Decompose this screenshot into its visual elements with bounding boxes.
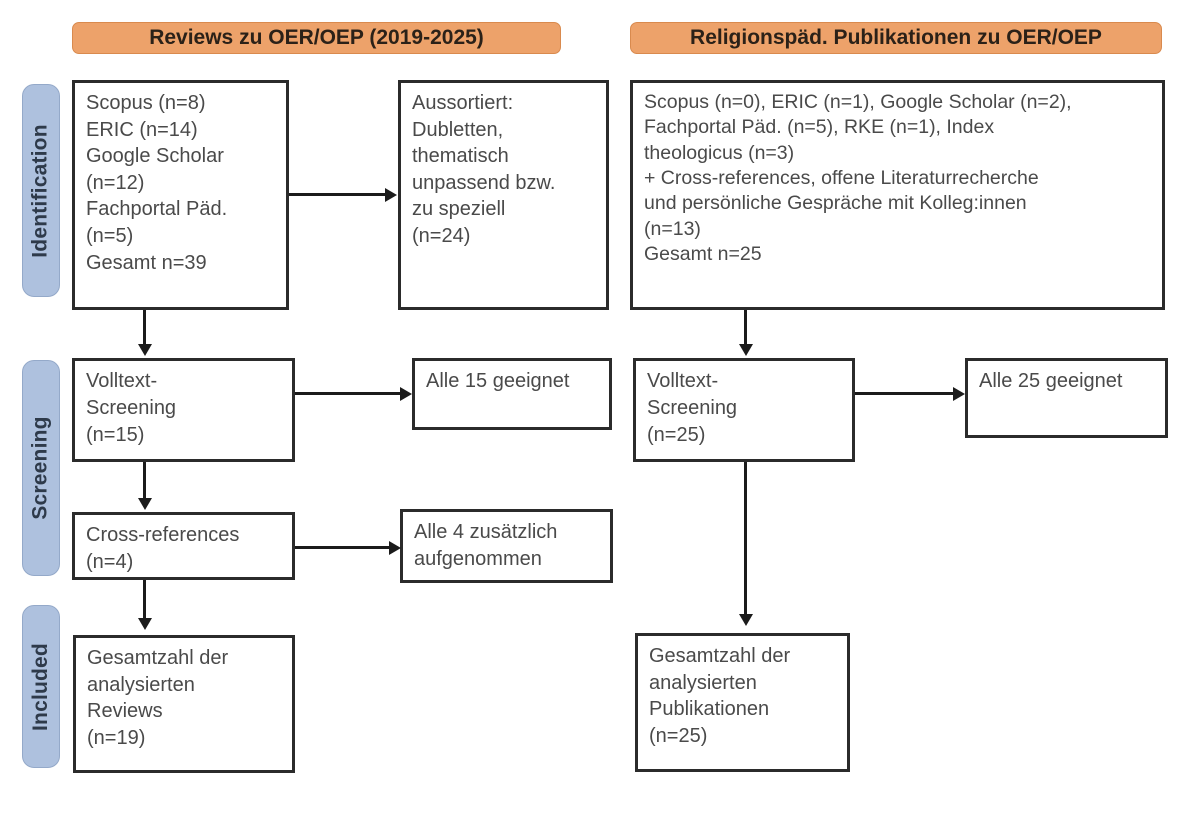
phase-label-included-text: Included	[29, 642, 53, 731]
arrowhead-left-identification-to-screening	[138, 344, 152, 356]
box-left-crossrefs-result: Alle 4 zusätzlich aufgenommen	[400, 509, 613, 583]
arrowhead-left-crossrefs-to-result	[389, 541, 401, 555]
connector-left-crossrefs-to-included	[143, 580, 146, 620]
connector-right-screening-to-included	[744, 462, 747, 616]
box-left-fulltext-screening: Volltext- Screening (n=15)	[72, 358, 295, 462]
connector-right-screening-to-result	[855, 392, 953, 395]
box-left-included-total: Gesamtzahl der analysierten Reviews (n=1…	[73, 635, 295, 773]
connector-right-identification-to-screening	[744, 310, 747, 346]
arrowhead-right-screening-to-result	[953, 387, 965, 401]
connector-left-screening-to-crossrefs	[143, 462, 146, 500]
connector-left-crossrefs-to-result	[295, 546, 389, 549]
column-header-right: Religionspäd. Publikationen zu OER/OEP	[630, 22, 1162, 54]
arrowhead-left-screening-to-crossrefs	[138, 498, 152, 510]
box-right-screening-result: Alle 25 geeignet	[965, 358, 1168, 438]
box-left-crossrefs: Cross-references (n=4)	[72, 512, 295, 580]
box-right-identification-sources: Scopus (n=0), ERIC (n=1), Google Scholar…	[630, 80, 1165, 310]
phase-label-screening-text: Screening	[29, 416, 52, 520]
connector-left-identification-to-screening	[143, 310, 146, 346]
phase-label-screening: Screening	[22, 360, 60, 576]
phase-label-included: Included	[22, 605, 60, 768]
box-left-identification-sources: Scopus (n=8) ERIC (n=14) Google Scholar …	[72, 80, 289, 310]
phase-label-identification: Identification	[22, 84, 60, 297]
column-header-right-text: Religionspäd. Publikationen zu OER/OEP	[690, 26, 1102, 49]
arrowhead-left-identification-to-excluded	[385, 188, 397, 202]
box-right-included-total: Gesamtzahl der analysierten Publikatione…	[635, 633, 850, 772]
box-right-fulltext-screening: Volltext- Screening (n=25)	[633, 358, 855, 462]
arrowhead-left-screening-to-result	[400, 387, 412, 401]
connector-left-screening-to-result	[295, 392, 400, 395]
arrowhead-right-identification-to-screening	[739, 344, 753, 356]
phase-label-identification-text: Identification	[29, 123, 52, 258]
arrowhead-right-screening-to-included	[739, 614, 753, 626]
box-left-screening-result: Alle 15 geeignet	[412, 358, 612, 430]
column-header-left: Reviews zu OER/OEP (2019-2025)	[72, 22, 561, 54]
connector-left-identification-to-excluded	[289, 193, 385, 196]
arrowhead-left-crossrefs-to-included	[138, 618, 152, 630]
column-header-left-text: Reviews zu OER/OEP (2019-2025)	[149, 26, 484, 49]
box-left-excluded: Aussortiert: Dubletten, thematisch unpas…	[398, 80, 609, 310]
